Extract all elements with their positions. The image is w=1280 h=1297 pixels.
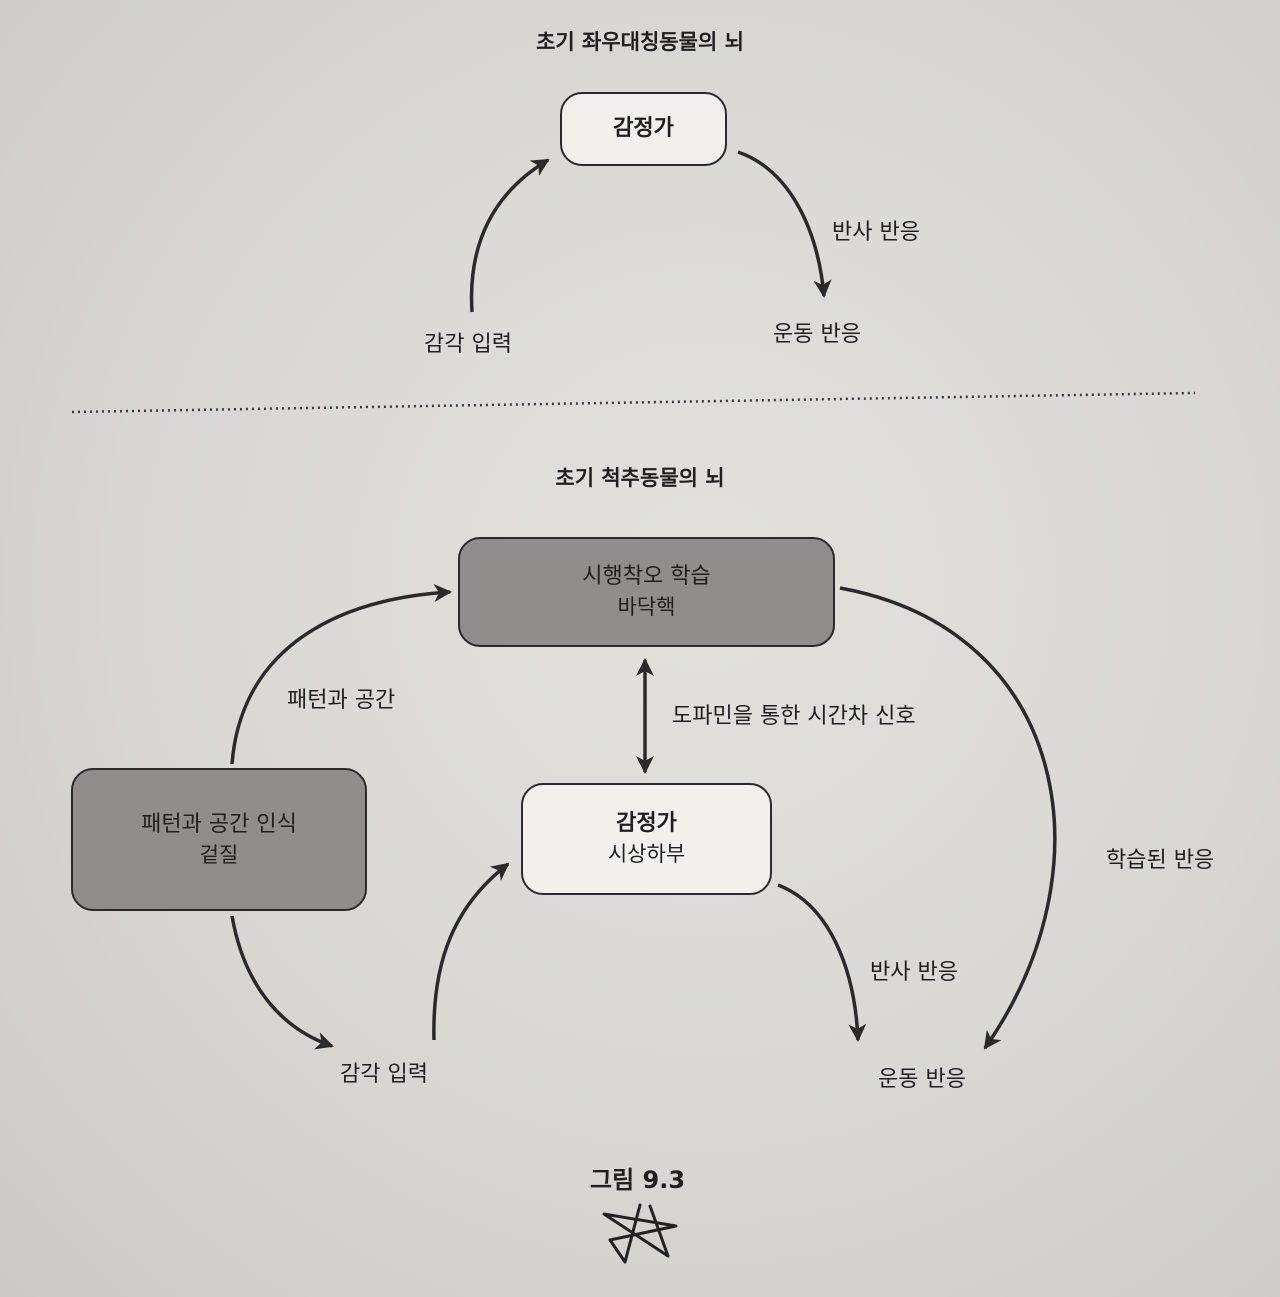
dopamine-signal-label: 도파민을 통한 시간차 신호 [672, 704, 916, 729]
top-reflex-label: 반사 반응 [832, 220, 920, 245]
top-emotion-to-motor-arrow [737, 150, 832, 298]
pattern-space-label: 패턴과 공간 [287, 688, 396, 713]
top-diagram-title: 초기 좌우대칭동물의 뇌 [536, 30, 744, 54]
section-divider [71, 391, 1196, 414]
sensory-to-emotion-arrow [432, 862, 510, 1041]
hypothalamus-title: 감정가 [616, 811, 677, 836]
cortex-title: 패턴과 공간 인식 [141, 811, 297, 837]
cortex-to-sensory-arrow [230, 915, 334, 1050]
top-emotion-label: 감정가 [613, 116, 674, 141]
cortex-subtitle: 겉질 [199, 842, 239, 867]
cortex-to-basal-arrow [230, 584, 452, 765]
basal-ganglia-subtitle: 바닥핵 [617, 595, 676, 619]
bottom-sensory-input-label: 감각 입력 [340, 1062, 428, 1087]
basal-ganglia-title: 시행착오 학습 [582, 564, 711, 589]
top-sensory-to-emotion-arrow [469, 158, 550, 313]
hypothalamus-node: 감정가 시상하부 [521, 783, 772, 895]
hand-drawn-star-doodle [602, 1203, 678, 1264]
hypothalamus-subtitle: 시상하부 [607, 842, 686, 866]
top-emotion-node: 감정가 [560, 92, 727, 166]
top-sensory-input-label: 감각 입력 [424, 332, 512, 357]
learned-response-arrow [839, 586, 1057, 1050]
bottom-diagram-title: 초기 척추동물의 뇌 [555, 466, 725, 490]
bottom-reflex-label: 반사 반응 [870, 960, 958, 985]
top-motor-output-label: 운동 반응 [773, 322, 861, 347]
reflex-response-arrow [777, 883, 867, 1042]
cortex-node: 패턴과 공간 인식 겉질 [71, 768, 367, 911]
basal-ganglia-node: 시행착오 학습 바닥핵 [458, 537, 835, 647]
learned-response-label: 학습된 반응 [1106, 848, 1215, 873]
bottom-motor-output-label: 운동 반응 [878, 1067, 966, 1092]
figure-caption: 그림 9.3 [590, 1166, 686, 1194]
